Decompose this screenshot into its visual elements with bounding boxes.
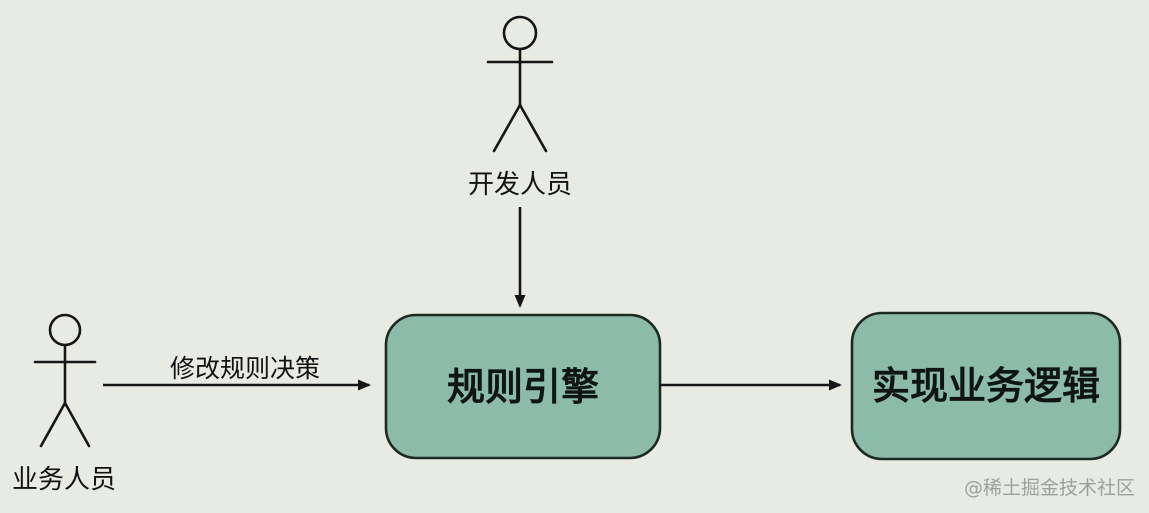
actor-developer: 开发人员 bbox=[468, 15, 572, 200]
rule-engine-label: 规则引擎 bbox=[447, 365, 599, 409]
business-left-leg-icon bbox=[39, 401, 67, 448]
actor-business: 业务人员 bbox=[12, 313, 116, 495]
business-head-icon bbox=[48, 313, 82, 347]
developer-right-leg-icon bbox=[518, 103, 548, 153]
watermark: @稀土掘金技术社区 bbox=[964, 477, 1135, 499]
developer-head-icon bbox=[502, 15, 538, 51]
developer-left-leg-icon bbox=[492, 103, 522, 153]
edge-business-to-engine: 修改规则决策 bbox=[103, 354, 371, 391]
rule-engine-box bbox=[384, 313, 662, 460]
business-logic-label: 实现业务逻辑 bbox=[872, 364, 1100, 408]
business-logic-box bbox=[850, 311, 1122, 461]
developer-label: 开发人员 bbox=[468, 170, 572, 200]
node-rule-engine: 规则引擎 bbox=[384, 313, 662, 460]
node-business-logic: 实现业务逻辑 bbox=[850, 311, 1122, 461]
business-right-leg-icon bbox=[63, 401, 91, 448]
business-label: 业务人员 bbox=[12, 465, 116, 495]
business-to-engine-edge-label: 修改规则决策 bbox=[170, 354, 320, 383]
